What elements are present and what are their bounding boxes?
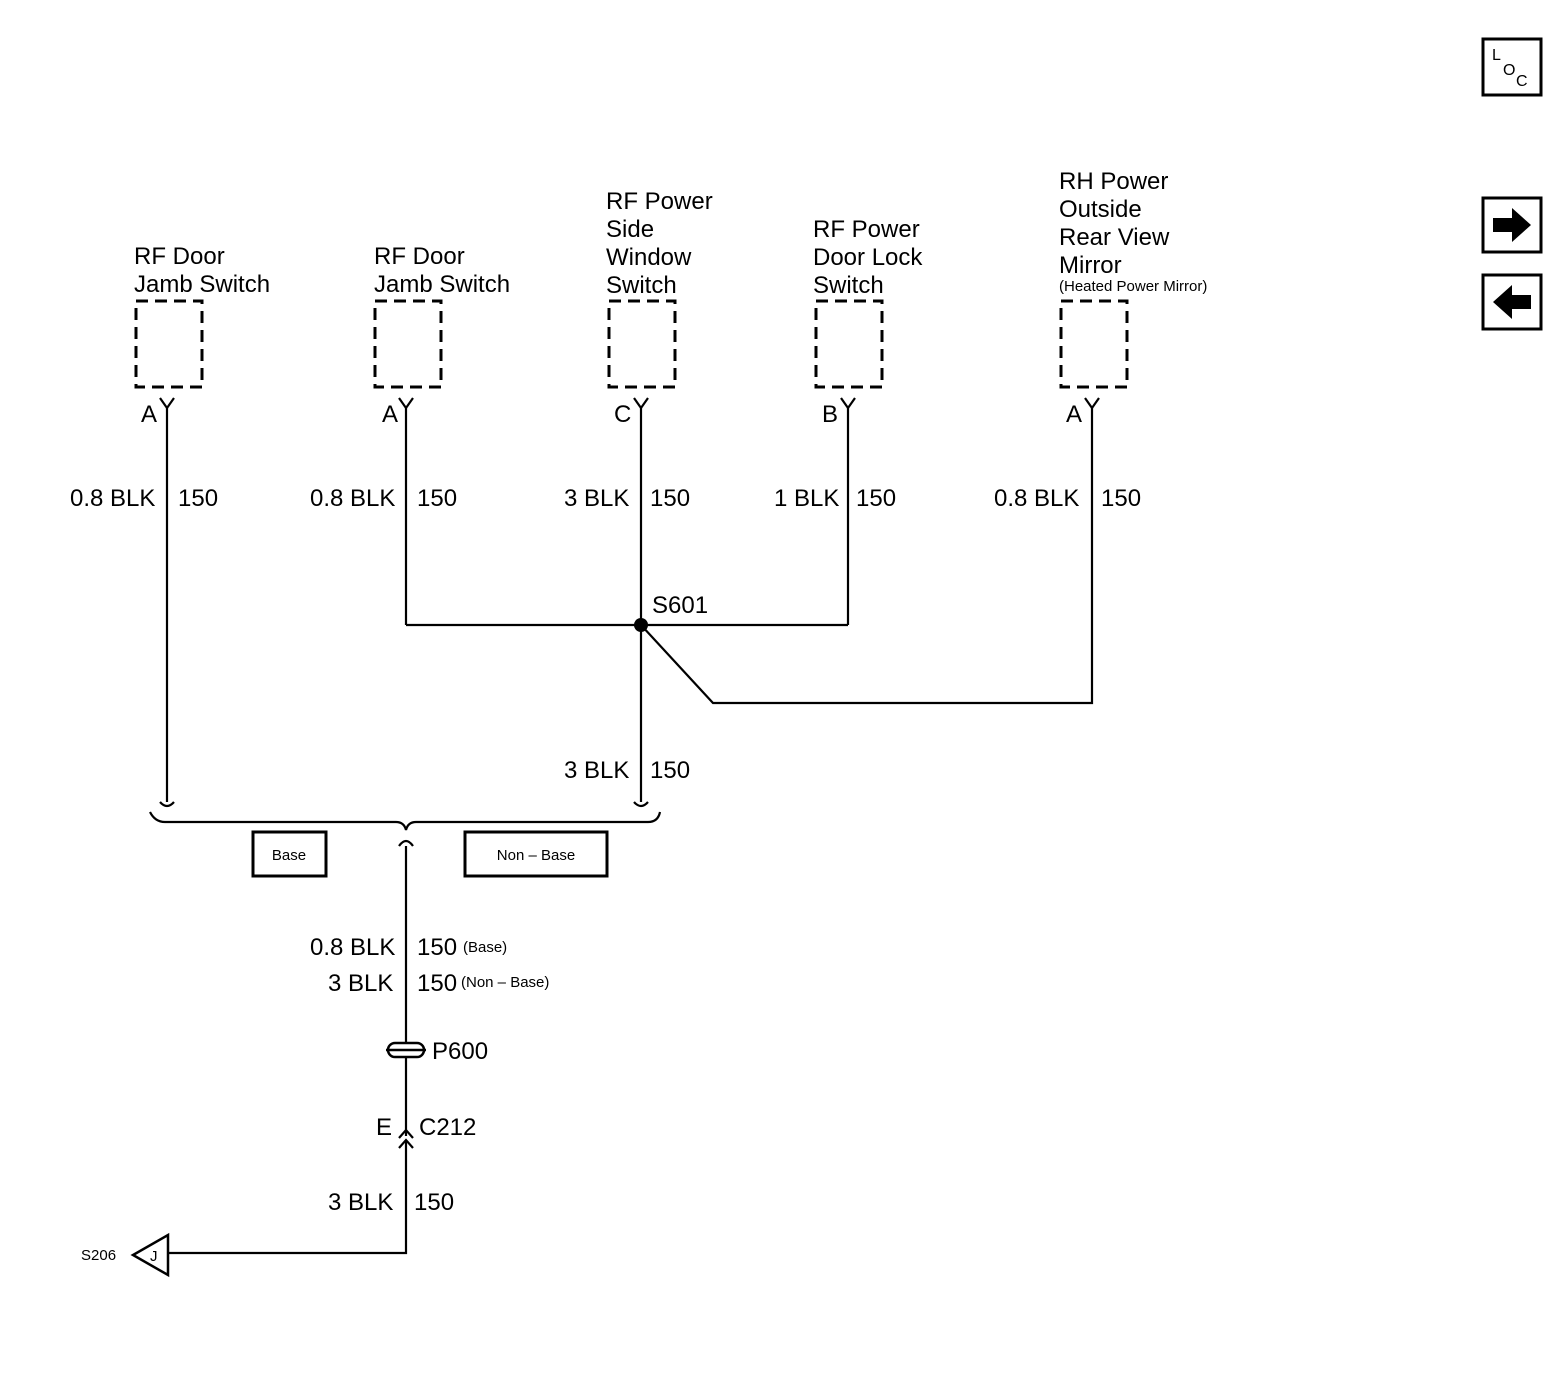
component-2-name-line2: Jamb Switch xyxy=(374,271,510,298)
loc-letter-l: L xyxy=(1492,47,1501,64)
component-3-name-line4: Switch xyxy=(606,272,677,299)
bottom-wire-label: 3 BLK xyxy=(328,1189,393,1216)
component-1-name-line1: RF Door xyxy=(134,243,225,270)
loc-letter-o: O xyxy=(1503,62,1515,79)
component-rh-power-outside-rear-view-mirror: RH Power Outside Rear View Mirror (Heate… xyxy=(994,168,1207,512)
component-3-name-line3: Window xyxy=(606,244,692,271)
component-3-circuit-label: 150 xyxy=(650,485,690,512)
trunk-line1-note: (Base) xyxy=(463,939,507,956)
bottom-circuit-label: 150 xyxy=(414,1189,454,1216)
component-rf-door-jamb-switch-1: RF Door Jamb Switch A 0.8 BLK 150 xyxy=(70,243,270,512)
splice-label: S601 xyxy=(652,592,708,619)
trunk-line1-wire: 0.8 BLK xyxy=(310,934,395,961)
pass-through-label: P600 xyxy=(432,1038,488,1065)
component-4-terminal xyxy=(840,397,856,410)
component-4-name-line1: RF Power xyxy=(813,216,920,243)
option-non-base-box: Non – Base xyxy=(463,830,609,878)
component-rf-power-side-window-switch: RF Power Side Window Switch C 3 BLK 150 xyxy=(564,188,713,512)
component-5-name-line4: Mirror xyxy=(1059,252,1122,279)
component-5-circuit-label: 150 xyxy=(1101,485,1141,512)
loc-letter-c: C xyxy=(1516,73,1528,90)
option-non-base-label: Non – Base xyxy=(497,847,575,864)
brace-tick-left xyxy=(159,801,175,808)
component-2-pin: A xyxy=(382,401,398,428)
ground-ref-triangle xyxy=(130,1232,170,1278)
component-4-pin: B xyxy=(822,401,838,428)
ground-reference-s206: S206 J xyxy=(81,1232,170,1278)
component-5-name-line1: RH Power xyxy=(1059,168,1168,195)
previous-page-button[interactable] xyxy=(1481,273,1543,331)
wire-component-5 xyxy=(640,408,1094,705)
component-5-wire-label: 0.8 BLK xyxy=(994,485,1079,512)
lower-wire-label: 3 BLK xyxy=(564,757,629,784)
component-1-wire-label: 0.8 BLK xyxy=(70,485,155,512)
connector-c212: E C212 xyxy=(376,1114,476,1149)
pass-through-p600: P600 xyxy=(386,1038,488,1065)
trunk-line1-circuit: 150 xyxy=(417,934,457,961)
component-rf-power-door-lock-switch: RF Power Door Lock Switch B 1 BLK 150 xyxy=(774,216,923,512)
component-3-wire-label: 3 BLK xyxy=(564,485,629,512)
component-5-note: (Heated Power Mirror) xyxy=(1059,278,1207,295)
ground-ref-pin: J xyxy=(150,1248,158,1265)
component-5-box xyxy=(1059,299,1129,389)
component-4-circuit-label: 150 xyxy=(856,485,896,512)
component-2-circuit-label: 150 xyxy=(417,485,457,512)
option-base-box: Base xyxy=(251,830,328,878)
component-3-terminal xyxy=(633,397,649,410)
next-page-button[interactable] xyxy=(1481,196,1543,254)
component-1-box xyxy=(134,299,204,389)
component-4-box xyxy=(814,299,884,389)
brace-curve xyxy=(149,811,662,831)
ground-ref-label: S206 xyxy=(81,1247,116,1264)
option-non-base-frame xyxy=(463,830,609,878)
component-3-box xyxy=(607,299,677,389)
lower-circuit-label: 150 xyxy=(650,757,690,784)
component-5-terminal xyxy=(1084,397,1100,410)
arrow-left-icon xyxy=(1493,285,1531,319)
component-2-terminal xyxy=(398,397,414,410)
option-base-label: Base xyxy=(272,847,306,864)
component-1-circuit-label: 150 xyxy=(178,485,218,512)
component-1-pin: A xyxy=(141,401,157,428)
connector-pin: E xyxy=(376,1114,392,1141)
component-5-name-line2: Outside xyxy=(1059,196,1142,223)
splice-s601: S601 xyxy=(634,592,708,632)
component-2-box xyxy=(373,299,443,389)
component-4-wire-label: 1 BLK xyxy=(774,485,839,512)
option-brace xyxy=(149,801,662,847)
component-3-name-line2: Side xyxy=(606,216,654,243)
component-4-name-line2: Door Lock xyxy=(813,244,923,271)
component-3-pin: C xyxy=(614,401,631,428)
component-1-name-line2: Jamb Switch xyxy=(134,271,270,298)
component-2-name-line1: RF Door xyxy=(374,243,465,270)
trunk-line2-note: (Non – Base) xyxy=(461,974,549,991)
component-2-wire-label: 0.8 BLK xyxy=(310,485,395,512)
component-5-pin: A xyxy=(1066,401,1082,428)
component-5-name-line3: Rear View xyxy=(1059,224,1170,251)
connector-label: C212 xyxy=(419,1114,476,1141)
wires xyxy=(165,408,1094,802)
arrow-right-icon xyxy=(1493,208,1531,242)
component-1-terminal xyxy=(159,397,175,410)
brace-tick-right xyxy=(633,801,649,808)
trunk-line2-circuit: 150 xyxy=(417,970,457,997)
trunk-line2-wire: 3 BLK xyxy=(328,970,393,997)
splice-dot xyxy=(634,618,648,632)
brace-tick-bottom xyxy=(398,839,414,847)
option-base-frame xyxy=(251,830,328,878)
location-button[interactable]: L O C xyxy=(1481,37,1543,97)
component-4-name-line3: Switch xyxy=(813,272,884,299)
component-rf-door-jamb-switch-2: RF Door Jamb Switch A 0.8 BLK 150 xyxy=(310,243,510,512)
connector-male-terminal xyxy=(398,1128,414,1139)
wire-trunk-lower xyxy=(168,1140,408,1255)
component-3-name-line1: RF Power xyxy=(606,188,713,215)
